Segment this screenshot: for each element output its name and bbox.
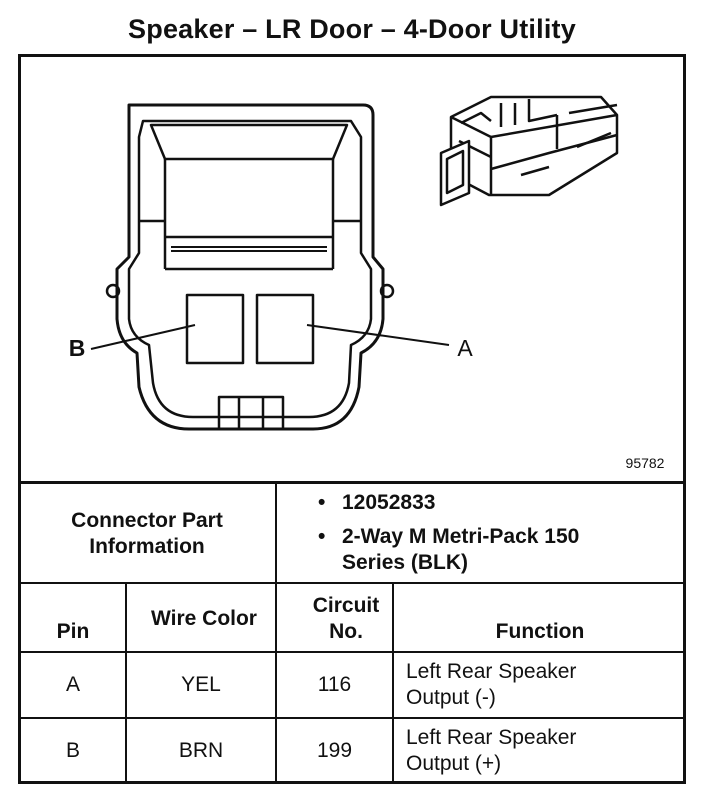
row-b-wire-color: BRN: [178, 739, 224, 762]
part-description-bullet: •: [318, 525, 326, 548]
divider-col-2: [275, 584, 277, 784]
divider-row: [18, 717, 686, 719]
part-number-bullet: •: [318, 491, 326, 514]
header-pin: Pin: [56, 620, 90, 643]
row-a-wire-color: YEL: [181, 673, 221, 696]
page-title: Speaker – LR Door – 4-Door Utility: [128, 14, 576, 44]
figure-number: 95782: [625, 455, 665, 471]
connector-inner-body: [127, 119, 373, 419]
leader-line-b: [90, 324, 196, 350]
row-b-circuit: 199: [316, 739, 353, 762]
divider-diagram: [18, 481, 686, 484]
divider-info-col: [275, 484, 277, 582]
pin-cavity-a: [255, 293, 315, 365]
header-wire-color: Wire Color: [151, 607, 257, 630]
row-a-function: Left Rear Speaker Output (-): [406, 660, 577, 709]
pin-label-b: B: [68, 334, 86, 361]
connector-diagram: [90, 95, 619, 431]
row-b-pin: B: [65, 739, 80, 762]
divider-col-3: [392, 584, 394, 784]
leader-line-a: [306, 324, 450, 346]
pin-label-a: A: [457, 334, 473, 361]
row-b-function: Left Rear Speaker Output (+): [406, 726, 577, 775]
divider-info: [18, 582, 686, 584]
connector-isometric-view: [439, 95, 619, 207]
part-description: 2-Way M Metri-Pack 150 Series (BLK): [342, 525, 580, 574]
divider-col-1: [125, 584, 127, 784]
header-function: Function: [495, 620, 585, 643]
row-a-pin: A: [65, 673, 80, 696]
row-a-circuit: 116: [317, 673, 352, 696]
connector-latch: [149, 123, 349, 161]
connector-info-label: Connector Part Information: [71, 509, 223, 558]
part-number: 12052833: [342, 491, 436, 514]
pin-cavity-b: [185, 293, 245, 365]
header-circuit-no: Circuit No.: [312, 594, 380, 643]
connector-sheet-frame: [18, 54, 686, 784]
connector-face-outline: [115, 103, 385, 431]
divider-header: [18, 651, 686, 653]
